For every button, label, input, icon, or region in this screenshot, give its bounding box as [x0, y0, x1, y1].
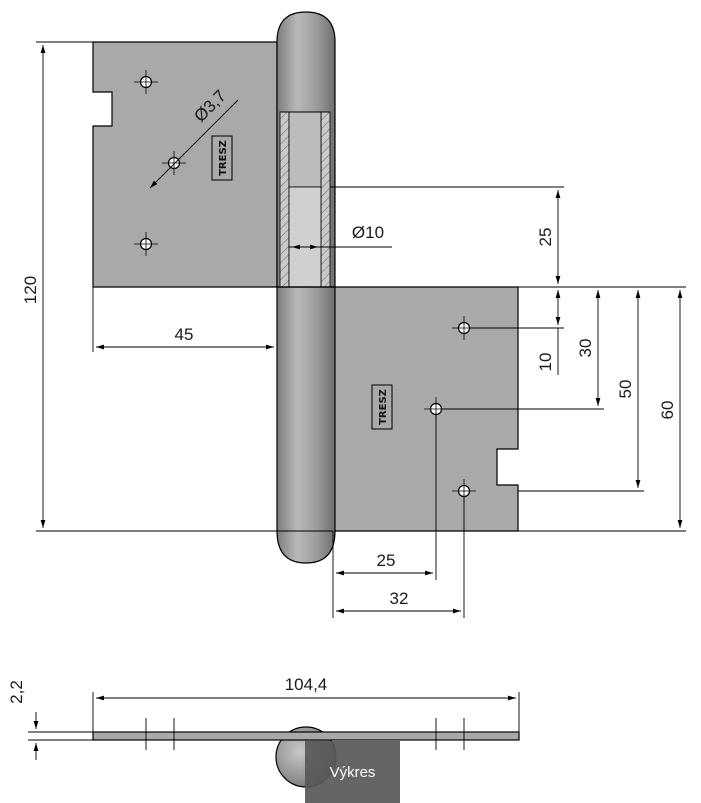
vykres-overlay-label[interactable]: Výkres: [305, 741, 400, 803]
svg-text:TRESZ: TRESZ: [378, 389, 389, 425]
section-hatch-right: [320, 111, 331, 288]
upper-leaf-plate: [92, 41, 278, 288]
dim-30: 30: [576, 339, 595, 358]
dim-45: 45: [175, 325, 194, 344]
section-hatch-left: [279, 111, 290, 288]
dim-25-vertical: 25: [536, 228, 555, 247]
pin-bore: [288, 111, 322, 188]
knuckle-lower: [276, 286, 336, 564]
upper-hole-3: [134, 232, 158, 256]
logo-lower: TRESZ: [371, 384, 393, 430]
dim-32: 32: [390, 589, 409, 608]
logo-upper: TRESZ: [211, 135, 233, 181]
dim-50: 50: [616, 380, 635, 399]
dim-10: 10: [536, 353, 555, 372]
dim-pin-diameter: Ø10: [352, 223, 384, 242]
side-view-plate: [92, 731, 520, 741]
dim-2-2: 2,2: [7, 680, 26, 704]
dim-104-4: 104,4: [285, 675, 328, 694]
dim-25-horizontal: 25: [377, 551, 396, 570]
pin-upper: [288, 186, 322, 288]
svg-text:TRESZ: TRESZ: [218, 140, 229, 176]
upper-hole-2: [162, 151, 186, 175]
dim-60: 60: [658, 401, 677, 420]
dim-120: 120: [21, 276, 40, 304]
vykres-label-text: Výkres: [329, 763, 376, 781]
upper-hole-1: [134, 70, 158, 94]
